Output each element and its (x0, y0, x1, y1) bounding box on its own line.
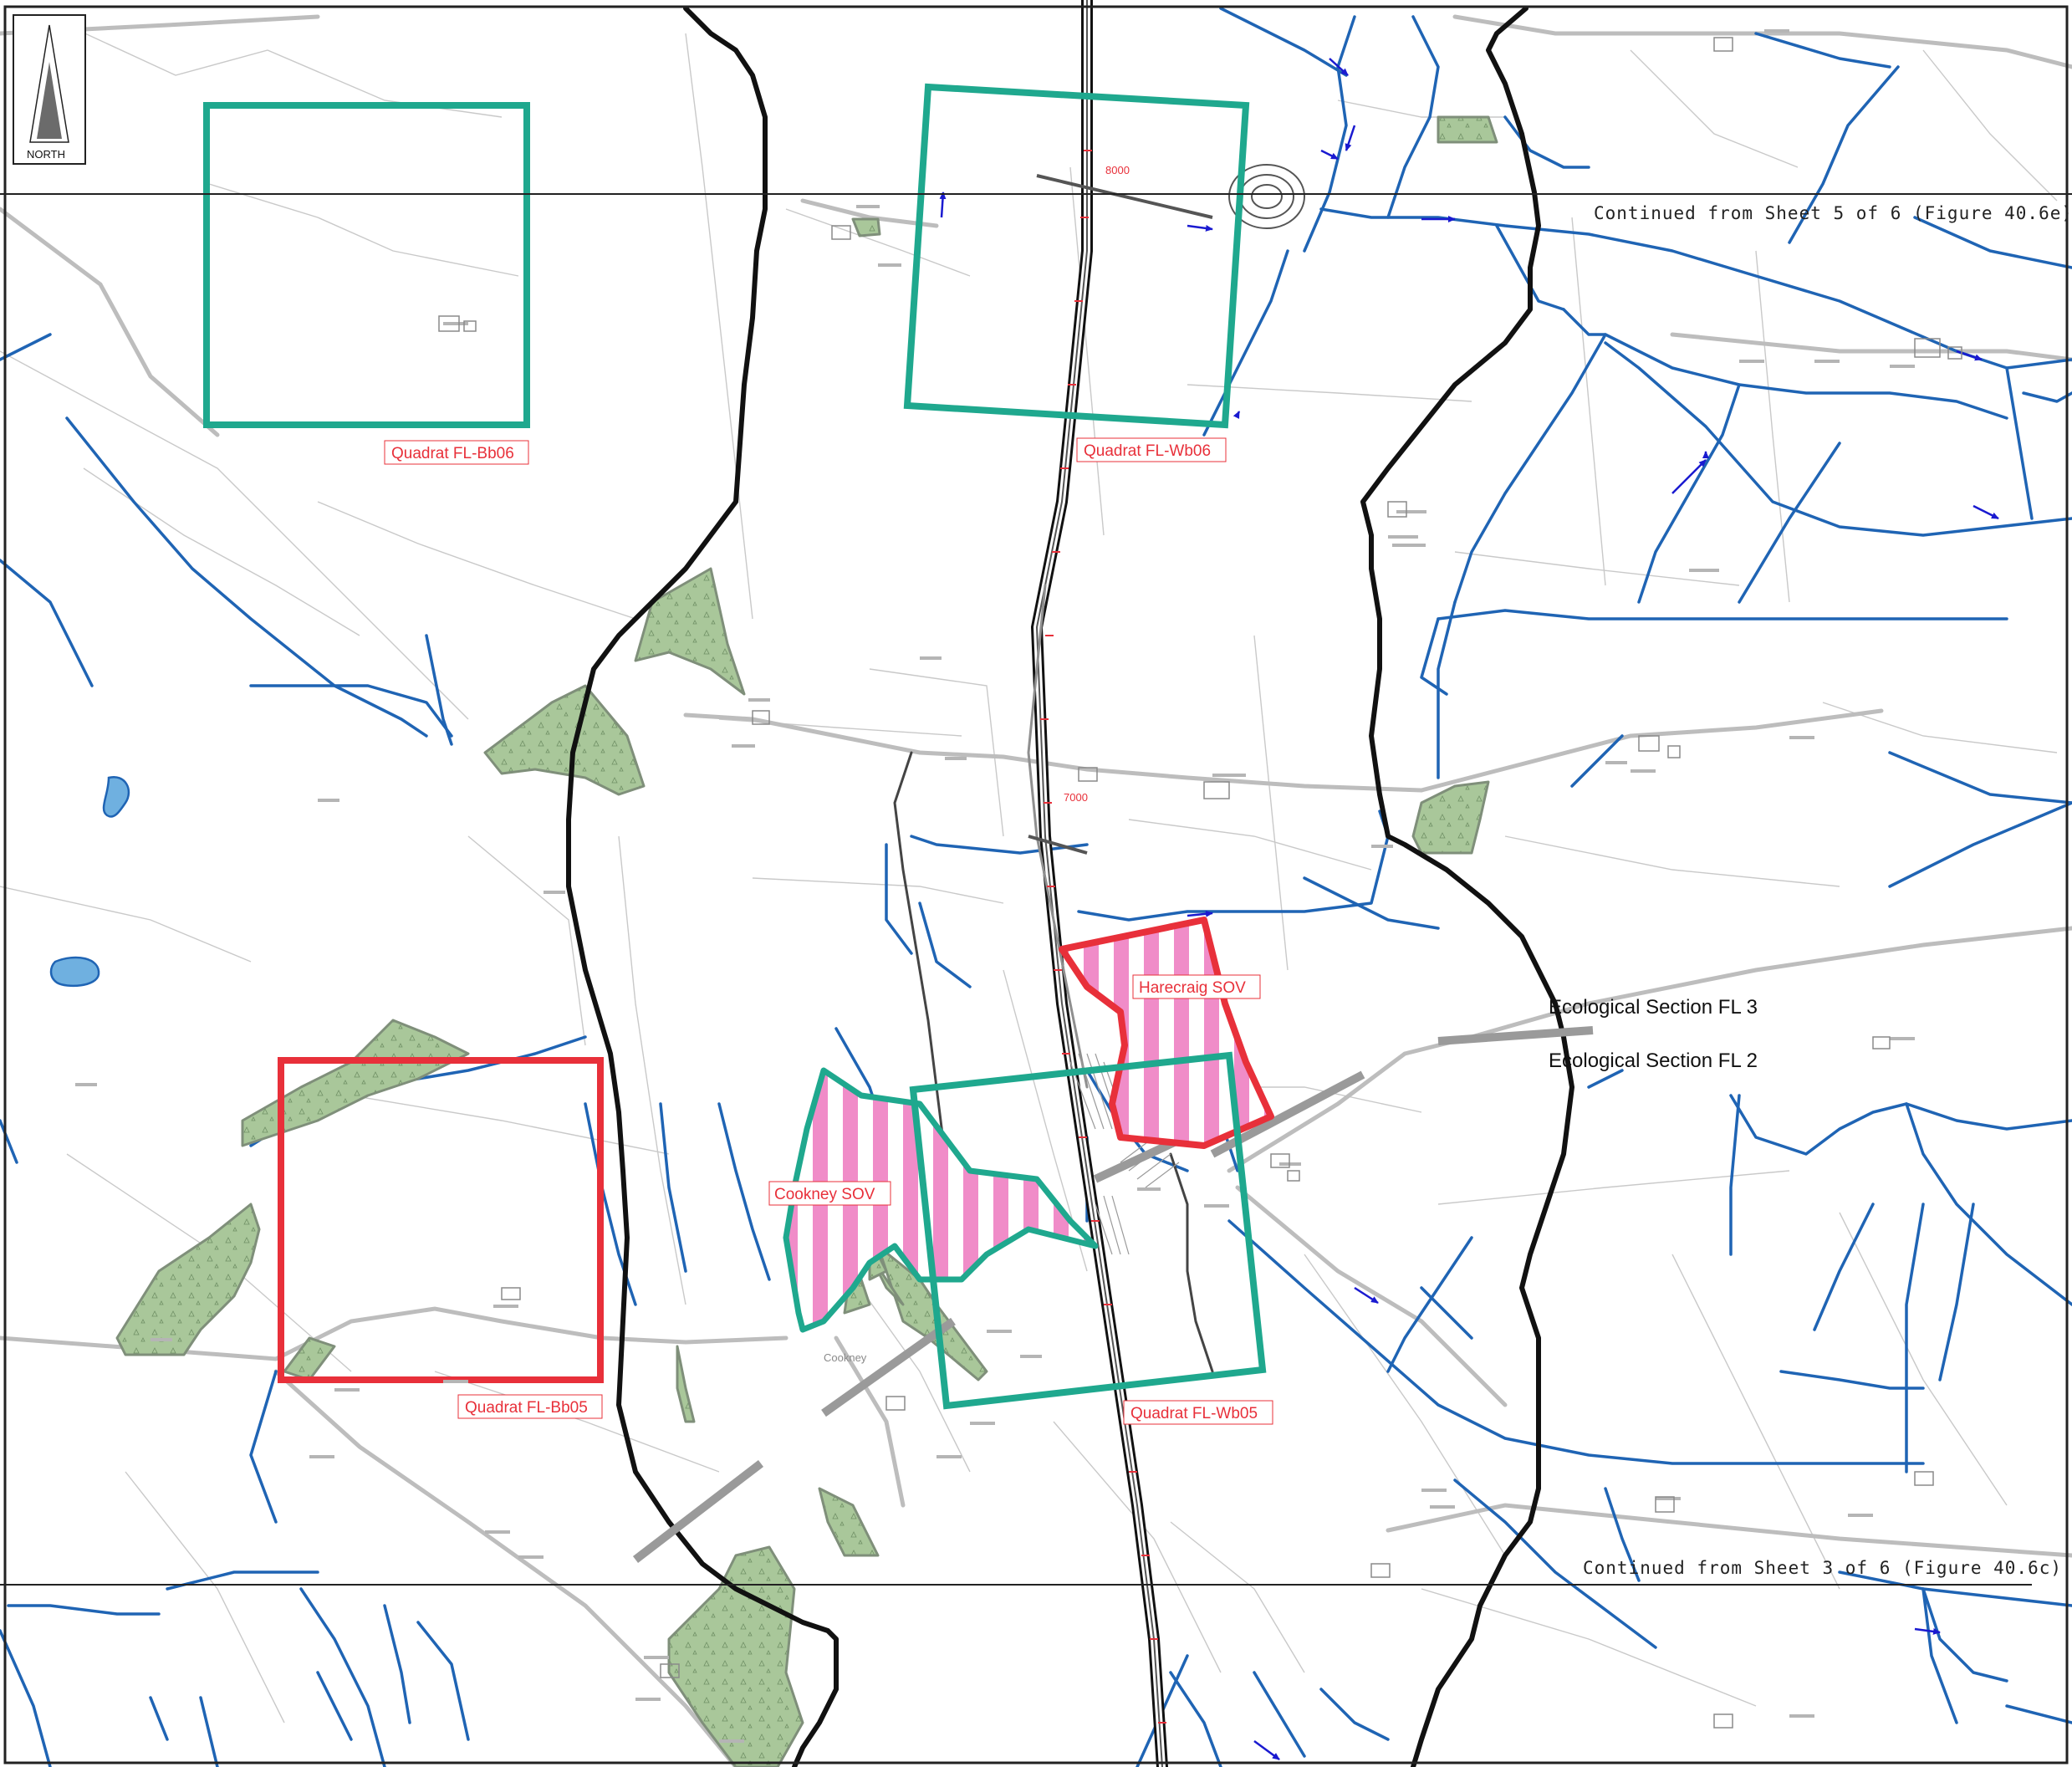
ecological-section-fl3-label: Ecological Section FL 3 (1549, 996, 1758, 1019)
flow-arrows (939, 58, 1999, 1761)
corridor-boundary-east (1360, 6, 1574, 1767)
quadrat-wb06-label: Quadrat FL-Wb06 (1084, 442, 1211, 460)
continuation-label-top: Continued from Sheet 5 of 6 (Figure 40.6… (1594, 203, 2072, 223)
quadrats (203, 83, 1267, 1410)
roads (0, 14, 2072, 1767)
place-label-cookney: Cookney (824, 1351, 867, 1364)
north-arrow-label: NORTH (27, 148, 65, 161)
quadrat-wb05-label: Quadrat FL-Wb05 (1130, 1405, 1258, 1422)
corridor-boundary-west (566, 6, 839, 1767)
cookney-sov-label: Cookney SOV (774, 1186, 875, 1203)
quadrat-bb06-box[interactable] (203, 102, 530, 428)
quadrat-label-bb06: Quadrat FL-Bb06 (384, 440, 529, 465)
chainage-label-8000: 8000 (1105, 164, 1130, 176)
watercourses (0, 7, 2072, 1767)
woodland (115, 115, 1498, 1767)
quadrat-label-bb05: Quadrat FL-Bb05 (457, 1394, 603, 1419)
quadrat-wb06-box[interactable] (903, 83, 1250, 429)
north-arrow: NORTH (13, 14, 86, 165)
cookney-sov-area[interactable] (783, 1067, 1099, 1333)
quadrat-wb05-box[interactable] (909, 1051, 1267, 1410)
field-boundaries (0, 24, 2058, 1724)
quadrat-bb05-box[interactable] (278, 1057, 604, 1383)
quadrat-label-wb05: Quadrat FL-Wb05 (1123, 1400, 1273, 1425)
harecraig-sov-label: Harecraig SOV (1139, 979, 1246, 997)
continuation-label-bottom: Continued from Sheet 3 of 6 (Figure 40.6… (1583, 1558, 2062, 1578)
map-frame (3, 5, 2069, 1764)
quadrat-bb05-label: Quadrat FL-Bb05 (465, 1399, 588, 1417)
ecological-section-fl2-label: Ecological Section FL 2 (1549, 1049, 1758, 1072)
quadrat-label-wb06: Quadrat FL-Wb06 (1076, 437, 1227, 462)
sov-label-harecraig: Harecraig SOV (1132, 974, 1261, 999)
buildings (438, 37, 1962, 1729)
ponds (49, 775, 130, 988)
chainage-label-7000: 7000 (1064, 791, 1088, 804)
quadrat-bb06-label: Quadrat FL-Bb06 (391, 445, 514, 462)
property-labels (75, 29, 1915, 1743)
sov-label-cookney: Cookney SOV (768, 1181, 891, 1206)
junction-hatch (1069, 1053, 1180, 1255)
corridor-boundaries (566, 6, 1574, 1767)
